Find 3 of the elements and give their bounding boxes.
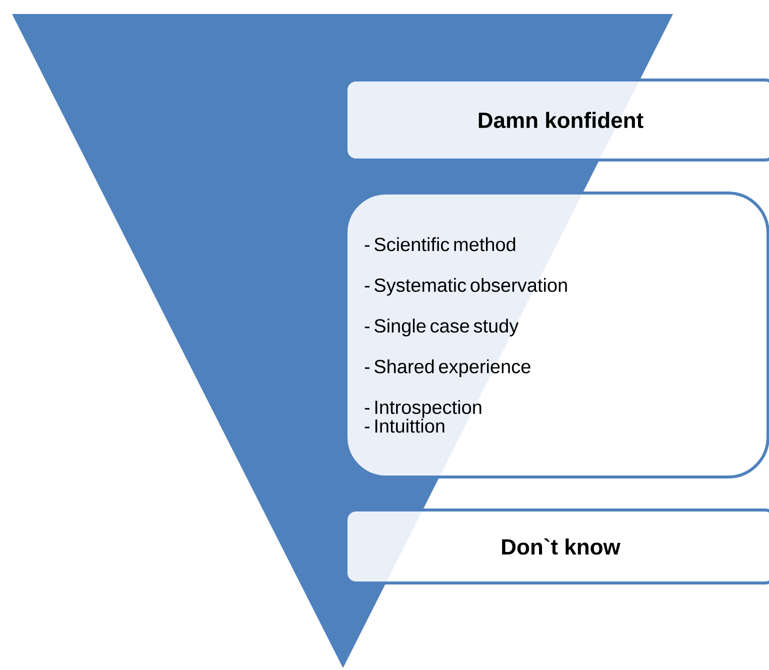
list-box: - Scientific method - Systematic observation - Single case study - Shared experience - Introspection - Intuittion <box>344 192 769 478</box>
label-box: Damn konfident <box>344 78 769 162</box>
label-box: Don`t know <box>344 508 769 584</box>
